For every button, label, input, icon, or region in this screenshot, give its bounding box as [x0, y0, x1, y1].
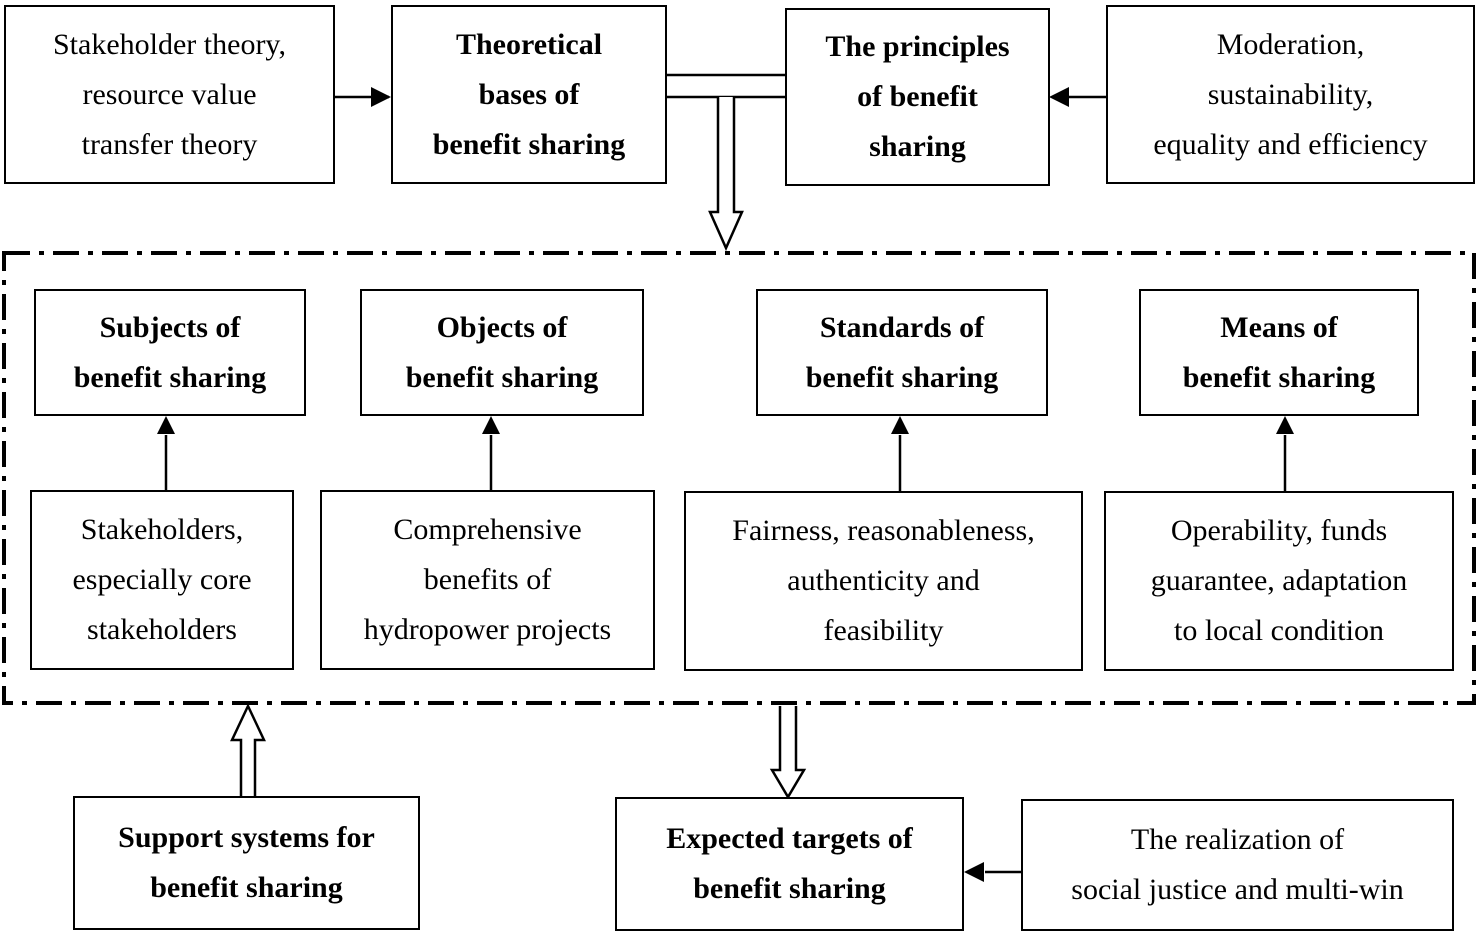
node-objects-detail: Comprehensive benefits of hydropower pro…: [320, 490, 655, 670]
node-subjects-text: Subjects of benefit sharing: [73, 310, 267, 394]
node-subjects-detail-text: Stakeholders, especially core stakeholde…: [72, 513, 252, 646]
node-theory-sources: Stakeholder theory, resource value trans…: [4, 5, 335, 184]
framework-group-frame: [2, 251, 1476, 705]
node-standards-detail: Fairness, reasonableness, authenticity a…: [684, 491, 1083, 671]
node-means-text: Means of benefit sharing: [1182, 310, 1376, 394]
node-standards-text: Standards of benefit sharing: [805, 310, 999, 394]
arrow-realization-to-targets-head: [964, 862, 984, 882]
hollow-arrow-framework-to-targets: [769, 706, 807, 800]
node-realization: The realization of social justice and mu…: [1021, 799, 1454, 931]
node-expected-targets-text: Expected targets of benefit sharing: [666, 822, 913, 905]
node-principles-text: The principles of benefit sharing: [825, 30, 1010, 163]
node-subjects: Subjects of benefit sharing: [34, 289, 306, 416]
node-objects-text: Objects of benefit sharing: [405, 310, 599, 394]
node-means-detail-text: Operability, funds guarantee, adaptation…: [1150, 514, 1408, 647]
node-standards: Standards of benefit sharing: [756, 289, 1048, 416]
arrow-values-to-principles-head: [1049, 87, 1069, 107]
node-principles: The principles of benefit sharing: [785, 8, 1050, 186]
node-means-detail: Operability, funds guarantee, adaptation…: [1104, 491, 1454, 671]
node-theoretical-bases: Theoretical bases of benefit sharing: [391, 5, 667, 184]
node-principle-values: Moderation, sustainability, equality and…: [1106, 5, 1475, 184]
arrow-standards-detail-head: [891, 416, 909, 434]
node-objects-detail-text: Comprehensive benefits of hydropower pro…: [363, 513, 612, 646]
node-expected-targets: Expected targets of benefit sharing: [615, 797, 964, 931]
node-standards-detail-text: Fairness, reasonableness, authenticity a…: [732, 514, 1035, 647]
node-theory-sources-text: Stakeholder theory, resource value trans…: [53, 27, 286, 161]
hollow-arrow-into-framework: [708, 97, 744, 252]
node-means: Means of benefit sharing: [1139, 289, 1419, 416]
node-theoretical-bases-text: Theoretical bases of benefit sharing: [432, 27, 626, 161]
node-subjects-detail: Stakeholders, especially core stakeholde…: [30, 490, 294, 670]
arrow-theory-to-bases-head: [371, 87, 391, 107]
hollow-arrow-support-to-framework: [230, 703, 266, 796]
arrow-objects-detail-head: [482, 416, 500, 434]
node-support-systems-text: Support systems for benefit sharing: [118, 821, 375, 904]
node-support-systems: Support systems for benefit sharing: [73, 796, 420, 930]
node-objects: Objects of benefit sharing: [360, 289, 644, 416]
node-realization-text: The realization of social justice and mu…: [1071, 823, 1404, 906]
arrow-subjects-detail-head: [157, 416, 175, 434]
node-principle-values-text: Moderation, sustainability, equality and…: [1153, 27, 1428, 161]
arrow-means-detail-head: [1276, 416, 1294, 434]
